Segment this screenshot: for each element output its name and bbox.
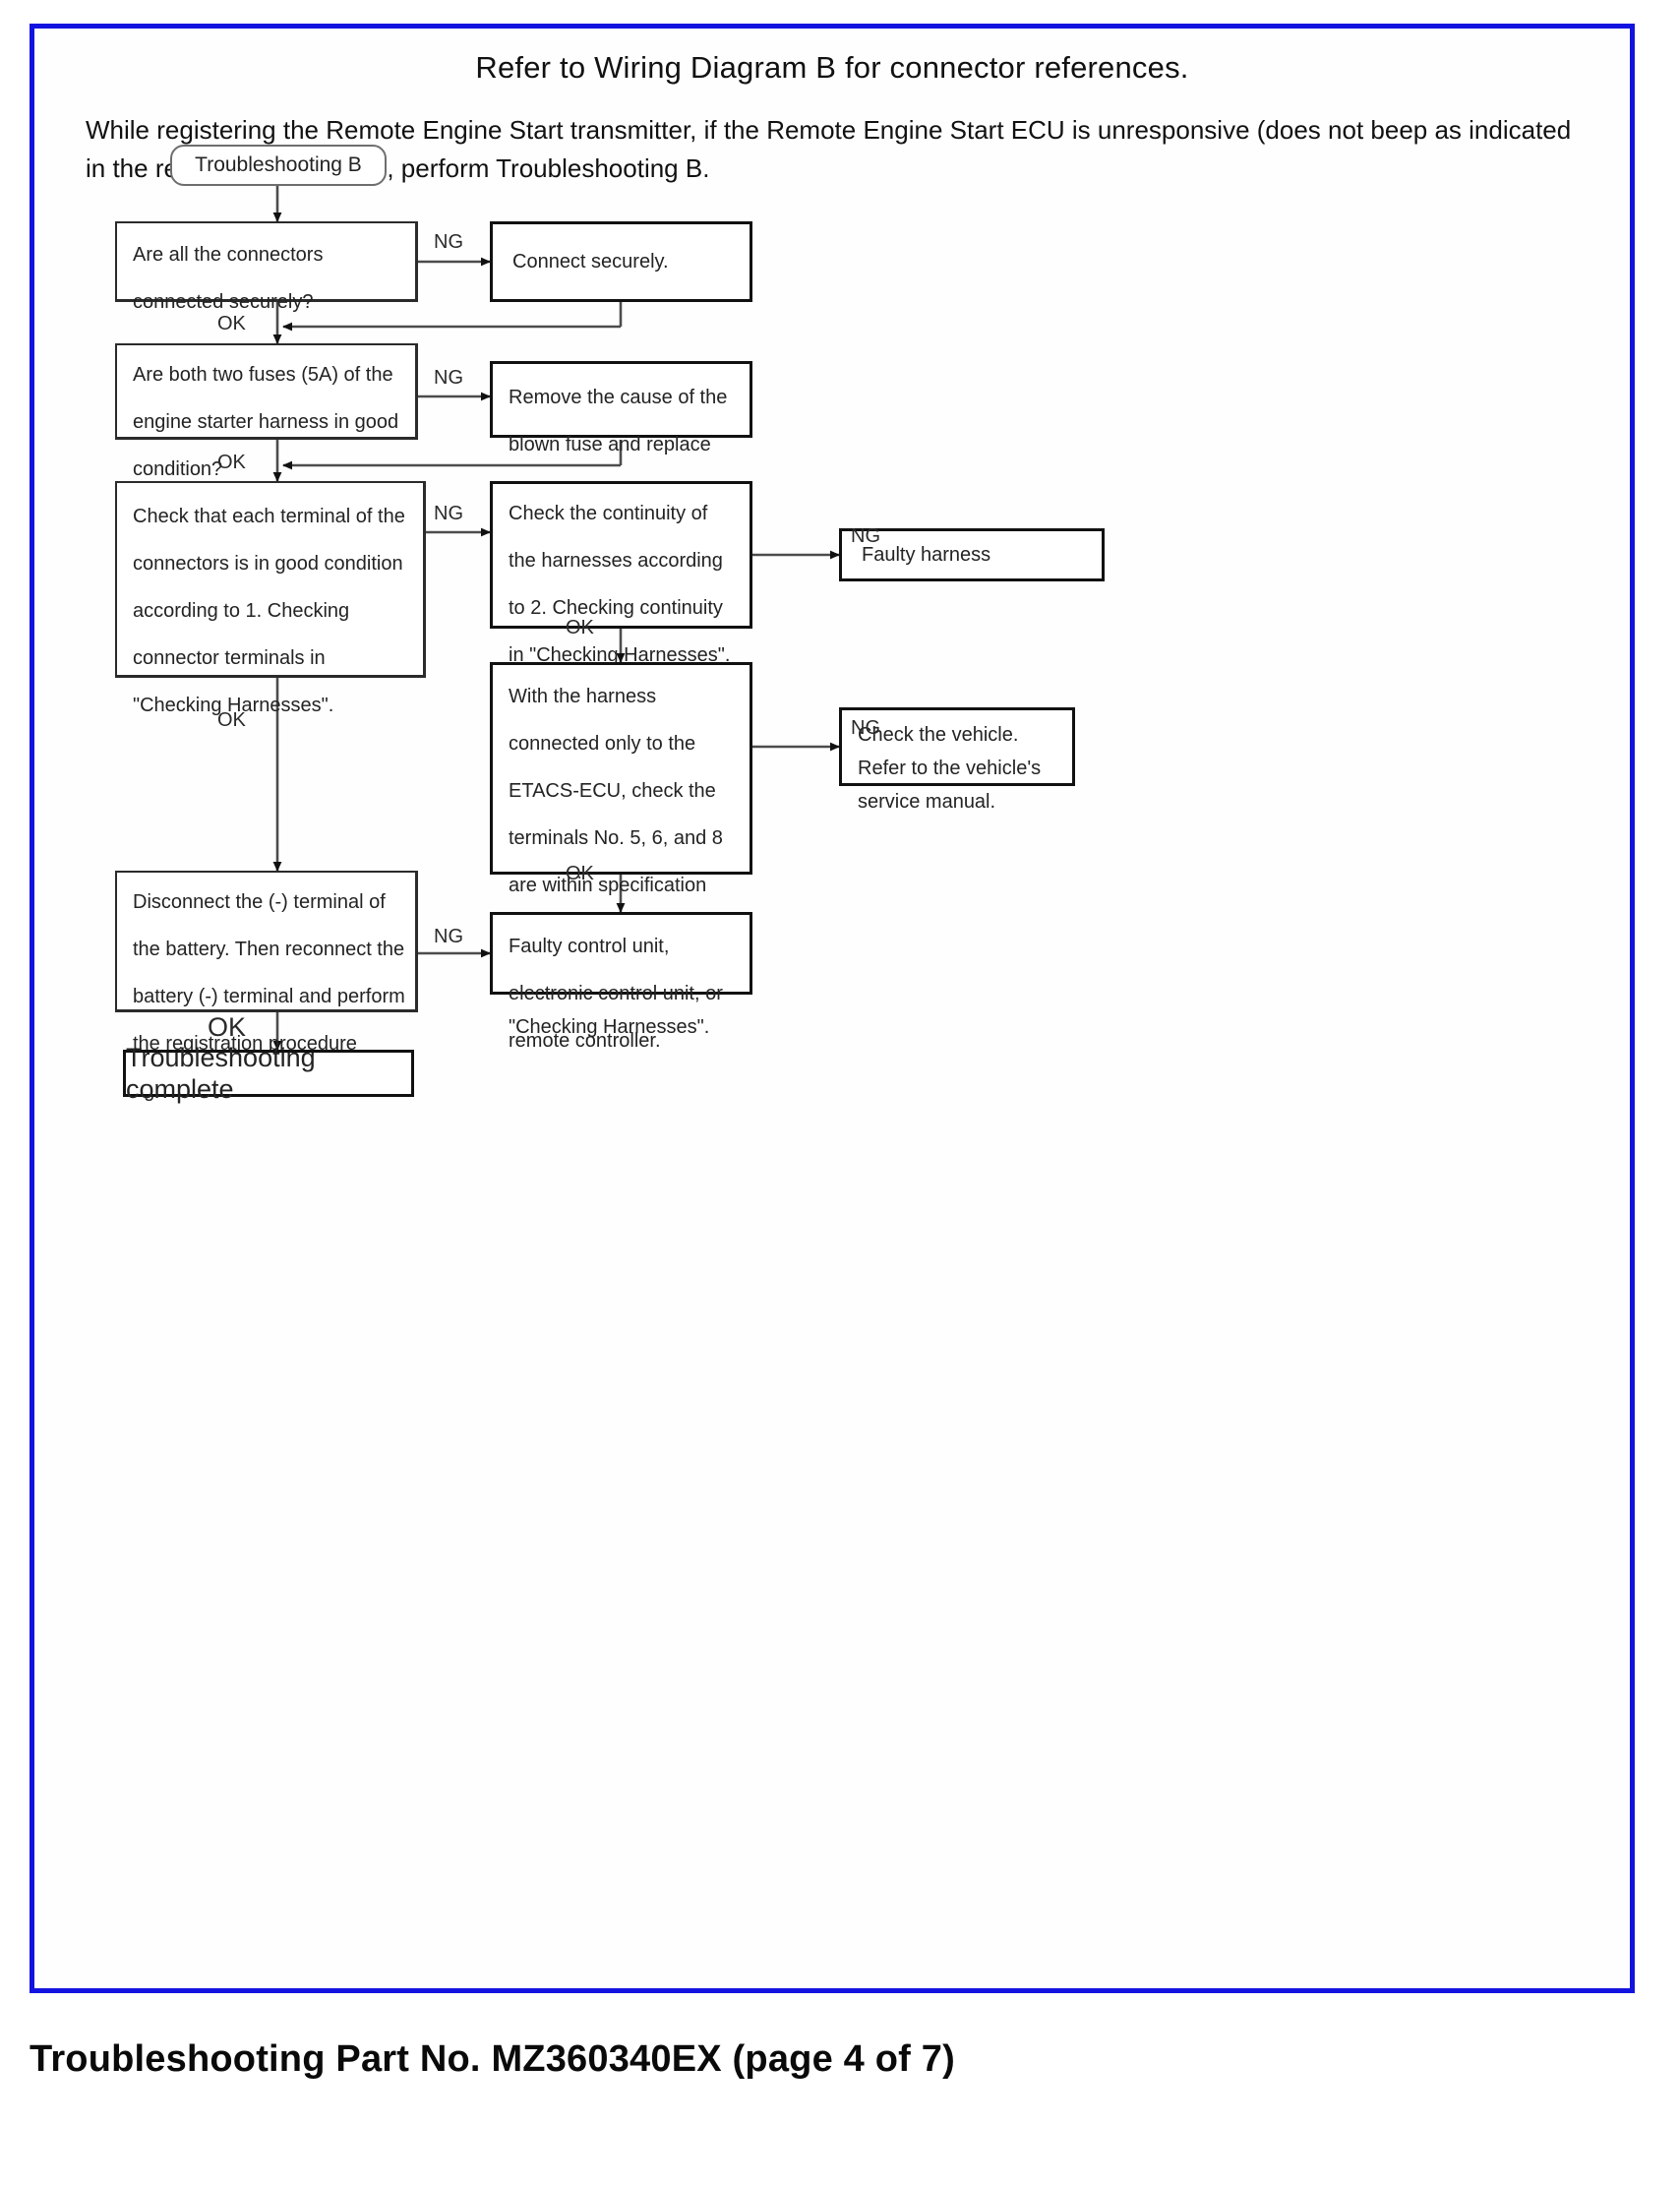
troubleshooting-flowchart: Troubleshooting B Are all the connectors… [34, 29, 1630, 1988]
edge-label-q4-ng: NG [851, 525, 880, 547]
node-q3-label: Check that each terminal of the connecto… [133, 506, 405, 716]
edge-label-q2-ng: NG [434, 367, 463, 389]
page-title: Refer to Wiring Diagram B for connector … [475, 50, 1189, 85]
edge-label-q3-ok: OK [217, 709, 246, 731]
node-q1-label: Are all the connectors connected securel… [133, 244, 324, 313]
edge-label-q1-ok: OK [217, 313, 246, 334]
document-page-frame: Refer to Wiring Diagram B for connector … [30, 24, 1635, 1993]
edge-label-q3-ng: NG [434, 503, 463, 524]
node-q4-check-continuity[interactable]: Check the continuity of the harnesses ac… [490, 481, 752, 666]
node-a2-remove-cause[interactable]: Remove the cause of the blown fuse and r… [490, 361, 752, 503]
node-start[interactable]: Troubleshooting B [170, 145, 387, 186]
edge-label-q4-ok: OK [566, 617, 594, 638]
node-a6-label: Faulty control unit, electronic control … [509, 936, 723, 1052]
node-a1-connect-securely[interactable]: Connect securely. [490, 221, 752, 302]
node-a5-check-vehicle[interactable]: Check the vehicle. Refer to the vehicle'… [839, 707, 1075, 813]
node-end-troubleshooting-complete[interactable]: Troubleshooting complete [123, 1042, 414, 1104]
node-a4-label: Faulty harness [862, 544, 991, 566]
node-q2-label: Are both two fuses (5A) of the engine st… [133, 364, 399, 480]
node-q3-check-terminals[interactable]: Check that each terminal of the connecto… [115, 481, 426, 716]
node-q2-fuses[interactable]: Are both two fuses (5A) of the engine st… [115, 343, 418, 480]
node-q4-label: Check the continuity of the harnesses ac… [509, 503, 731, 666]
flowchart-connectors [272, 186, 840, 1051]
node-q6-battery-reconnect[interactable]: Disconnect the (-) terminal of the batte… [115, 871, 418, 1102]
node-q5-etacs-ecu-terminals[interactable]: With the harness connected only to the E… [490, 662, 752, 1038]
node-a5-label: Check the vehicle. Refer to the vehicle'… [858, 724, 1042, 813]
node-a6-faulty-control-unit[interactable]: Faulty control unit, electronic control … [490, 912, 752, 1052]
node-a1-label: Connect securely. [512, 251, 669, 273]
edge-label-q2-ok: OK [217, 452, 246, 473]
node-a2-label: Remove the cause of the blown fuse and r… [509, 387, 728, 503]
edge-label-q6-ok: OK [208, 1012, 247, 1042]
edge-label-q5-ng: NG [851, 717, 880, 739]
node-q1-connectors-secure[interactable]: Are all the connectors connected securel… [115, 221, 418, 313]
node-start-label: Troubleshooting B [195, 153, 362, 177]
node-a4-faulty-harness[interactable]: Faulty harness [839, 528, 1105, 581]
node-end-label: Troubleshooting complete [126, 1042, 316, 1104]
edge-label-q5-ok: OK [566, 863, 594, 884]
edge-label-q1-ng: NG [434, 231, 463, 253]
footer-caption: Troubleshooting Part No. MZ360340EX (pag… [30, 2038, 955, 2080]
edge-label-q6-ng: NG [434, 926, 463, 947]
